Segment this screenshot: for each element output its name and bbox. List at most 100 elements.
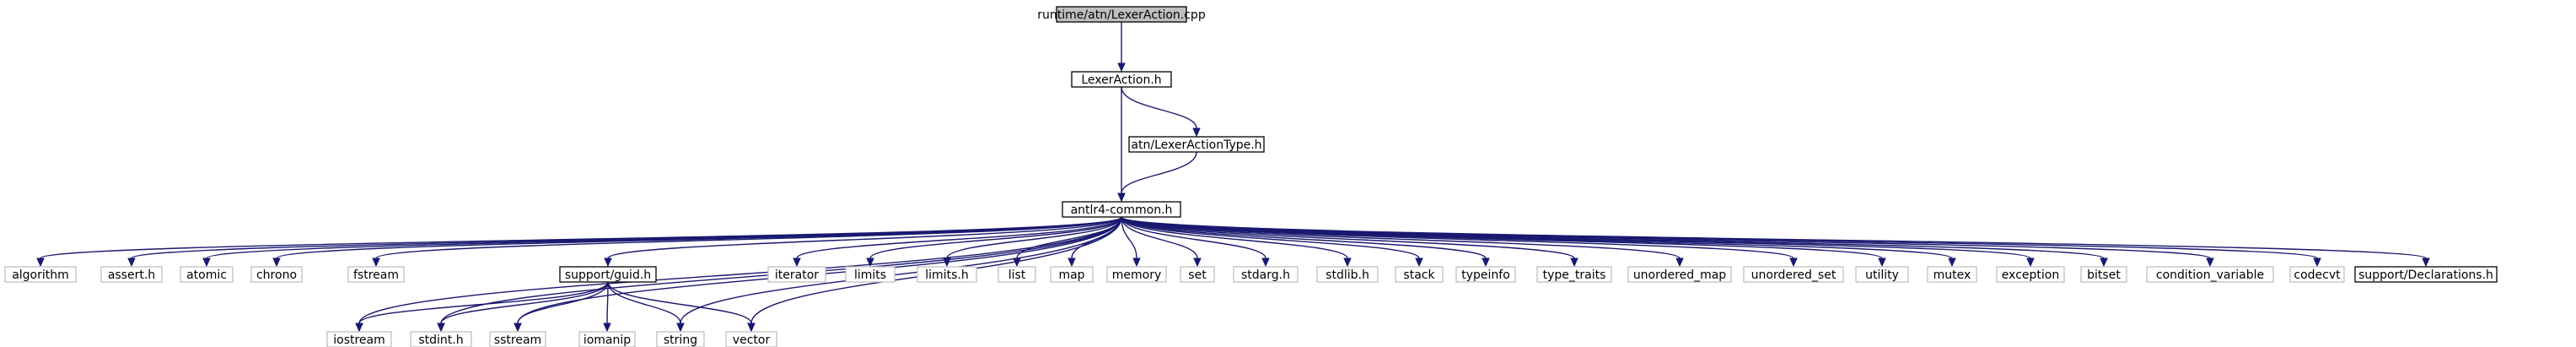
node-label: utility bbox=[1865, 268, 1899, 282]
node-label: stdarg.h bbox=[1241, 268, 1290, 282]
edge-antlr4-common-h-to-support-guid-h bbox=[604, 216, 1122, 268]
node-label: atomic bbox=[186, 268, 227, 282]
node-label: map bbox=[1058, 268, 1084, 282]
node-iostream: iostream bbox=[326, 331, 392, 347]
node-atn-lexeractiontype-h[interactable]: atn/LexerActionType.h bbox=[1128, 136, 1265, 153]
node-label: bitset bbox=[2087, 268, 2121, 282]
node-label: antlr4-common.h bbox=[1071, 203, 1173, 217]
node-label: runtime/atn/LexerAction.cpp bbox=[1037, 8, 1206, 22]
edge-antlr4-common-h-to-iterator bbox=[793, 216, 1122, 268]
node-limits-h: limits.h bbox=[917, 266, 977, 283]
node-label: codecvt bbox=[2294, 268, 2341, 282]
edge-support-guid-h-to-sstream bbox=[514, 281, 609, 333]
edge-atn-lexeractiontype-h-to-antlr4-common-h bbox=[1117, 151, 1197, 203]
edge-antlr4-common-h-to-typeinfo bbox=[1121, 216, 1490, 268]
edge-antlr4-common-h-to-memory bbox=[1121, 216, 1141, 268]
edge-antlr4-common-h-to-support-declarations-h bbox=[1121, 216, 2430, 268]
node-runtime-atn-lexeraction-cpp: runtime/atn/LexerAction.cpp bbox=[1037, 6, 1206, 23]
node-label: typeinfo bbox=[1461, 268, 1510, 282]
edge-antlr4-common-h-to-list bbox=[1013, 216, 1122, 268]
node-assert-h: assert.h bbox=[100, 266, 163, 283]
node-label: sstream bbox=[494, 333, 541, 347]
edge-antlr4-common-h-to-stdarg-h bbox=[1121, 216, 1270, 268]
node-stack: stack bbox=[1395, 266, 1444, 283]
node-antlr4-common-h[interactable]: antlr4-common.h bbox=[1062, 201, 1181, 218]
node-label: condition_variable bbox=[2156, 268, 2264, 282]
node-utility: utility bbox=[1855, 266, 1909, 283]
node-iterator: iterator bbox=[767, 266, 826, 283]
node-memory: memory bbox=[1106, 266, 1167, 283]
node-fstream: fstream bbox=[347, 266, 405, 283]
node-chrono: chrono bbox=[250, 266, 303, 283]
node-label: LexerAction.h bbox=[1081, 73, 1161, 87]
node-string: string bbox=[656, 331, 705, 347]
node-stdint-h: stdint.h bbox=[410, 331, 472, 347]
node-label: list bbox=[1008, 268, 1026, 282]
node-condition-variable: condition_variable bbox=[2146, 266, 2274, 283]
node-stdarg-h: stdarg.h bbox=[1233, 266, 1299, 283]
node-map: map bbox=[1050, 266, 1094, 283]
node-label: stack bbox=[1403, 268, 1435, 282]
node-layer: runtime/atn/LexerAction.cppLexerAction.h… bbox=[4, 6, 2498, 347]
node-stdlib-h: stdlib.h bbox=[1316, 266, 1379, 283]
node-algorithm: algorithm bbox=[4, 266, 77, 283]
node-label: atn/LexerActionType.h bbox=[1131, 138, 1261, 152]
edge-support-guid-h-to-string bbox=[607, 281, 685, 333]
node-label: mutex bbox=[1933, 268, 1971, 282]
node-label: iterator bbox=[775, 268, 819, 282]
node-mutex: mutex bbox=[1927, 266, 1977, 283]
node-label: type_traits bbox=[1543, 268, 1606, 282]
edge-support-guid-h-to-iomanip bbox=[603, 281, 611, 333]
edge-layer bbox=[36, 22, 2430, 333]
node-label: set bbox=[1188, 268, 1207, 282]
node-support-guid-h[interactable]: support/guid.h bbox=[559, 266, 657, 283]
node-support-declarations-h[interactable]: support/Declarations.h bbox=[2354, 266, 2498, 283]
node-lexeraction-h[interactable]: LexerAction.h bbox=[1071, 71, 1172, 88]
node-unordered-map: unordered_map bbox=[1627, 266, 1732, 283]
node-label: assert.h bbox=[108, 268, 155, 282]
node-label: iostream bbox=[333, 333, 385, 347]
node-label: exception bbox=[2002, 268, 2059, 282]
node-unordered-set: unordered_set bbox=[1743, 266, 1844, 283]
edge-antlr4-common-h-to-stdlib-h bbox=[1121, 216, 1352, 268]
node-set: set bbox=[1180, 266, 1215, 283]
node-label: unordered_map bbox=[1633, 268, 1726, 282]
edge-antlr4-common-h-to-set bbox=[1121, 216, 1202, 268]
edge-support-guid-h-to-vector bbox=[607, 281, 756, 333]
node-typeinfo: typeinfo bbox=[1455, 266, 1516, 283]
node-sstream: sstream bbox=[489, 331, 546, 347]
edge-antlr4-common-h-to-fstream bbox=[372, 216, 1122, 268]
edge-antlr4-common-h-to-chrono bbox=[272, 216, 1122, 268]
node-vector: vector bbox=[725, 331, 777, 347]
node-list: list bbox=[998, 266, 1036, 283]
node-limits: limits bbox=[845, 266, 895, 283]
edge-runtime-atn-lexeraction-cpp-to-lexeraction-h bbox=[1117, 22, 1126, 73]
node-type-traits: type_traits bbox=[1536, 266, 1612, 283]
node-label: stdint.h bbox=[418, 333, 463, 347]
node-label: support/guid.h bbox=[565, 268, 651, 282]
node-label: limits bbox=[854, 268, 886, 282]
edge-antlr4-common-h-to-unordered-map bbox=[1121, 216, 1684, 268]
node-bitset: bitset bbox=[2080, 266, 2127, 283]
edge-support-guid-h-to-stdint-h bbox=[437, 281, 609, 333]
edge-antlr4-common-h-to-stack bbox=[1121, 216, 1423, 268]
node-exception: exception bbox=[1996, 266, 2065, 283]
node-label: vector bbox=[733, 333, 771, 347]
node-label: support/Declarations.h bbox=[2358, 268, 2493, 282]
node-label: chrono bbox=[256, 268, 297, 282]
node-label: stdlib.h bbox=[1326, 268, 1369, 282]
node-iomanip: iomanip bbox=[578, 331, 636, 347]
edge-lexeraction-h-to-antlr4-common-h bbox=[1117, 87, 1126, 203]
edge-support-guid-h-to-iostream bbox=[355, 281, 609, 333]
node-label: string bbox=[664, 333, 697, 347]
node-atomic: atomic bbox=[180, 266, 234, 283]
edge-antlr4-common-h-to-type-traits bbox=[1121, 216, 1578, 268]
node-codecvt: codecvt bbox=[2289, 266, 2345, 283]
edge-antlr4-common-h-to-limits-h bbox=[943, 216, 1122, 268]
node-label: unordered_set bbox=[1751, 268, 1837, 282]
node-label: limits.h bbox=[925, 268, 968, 282]
node-label: memory bbox=[1112, 268, 1162, 282]
edge-antlr4-common-h-to-map bbox=[1068, 216, 1122, 268]
node-label: iomanip bbox=[583, 333, 631, 347]
